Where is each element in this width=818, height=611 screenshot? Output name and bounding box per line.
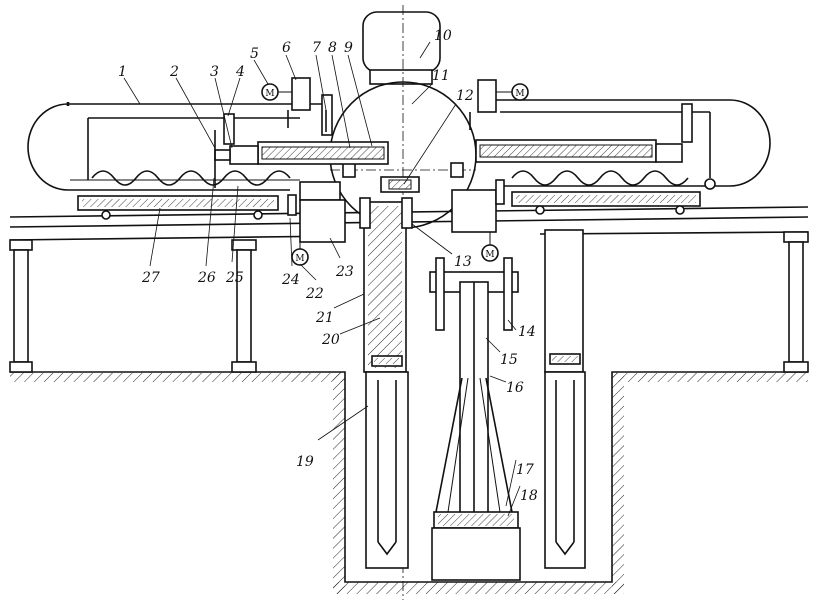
carriage-23-left [287, 181, 346, 243]
left-motor-5-6: M [261, 77, 327, 132]
callout-15: 15 [500, 352, 518, 368]
pit-cylinder-19 [365, 355, 409, 569]
left-arm [27, 94, 389, 220]
motor-22-right: M [481, 232, 499, 262]
callout-21: 21 [315, 310, 334, 326]
column-right [783, 231, 809, 373]
callout-19: 19 [296, 454, 314, 470]
motor-label: M [485, 250, 494, 260]
ground-and-pit [10, 371, 808, 594]
pit-cylinder-right [544, 229, 586, 569]
callout-23: 23 [335, 264, 354, 280]
callout-20: 20 [321, 332, 340, 348]
drive-unit-10 [362, 11, 441, 85]
callout-25: 25 [225, 270, 244, 286]
callout-27: 27 [141, 270, 160, 286]
callout-8: 8 [328, 40, 337, 56]
carriage-23-right [451, 179, 505, 233]
callout-3: 3 [210, 64, 219, 80]
callout-9: 9 [344, 40, 353, 56]
callout-4: 4 [235, 64, 245, 80]
callout-11: 11 [432, 68, 450, 84]
callout-2: 2 [169, 64, 179, 80]
callout-1: 1 [118, 64, 127, 80]
callout-12: 12 [456, 88, 474, 104]
callout-22: 22 [305, 286, 324, 302]
column-left-1 [9, 239, 33, 373]
callout-7: 7 [312, 40, 321, 56]
callout-5: 5 [250, 46, 259, 62]
column-left-2 [231, 239, 257, 373]
leader-lines [123, 41, 521, 517]
callout-13: 13 [454, 254, 472, 270]
motor-label: M [265, 89, 274, 99]
support-columns [9, 231, 809, 373]
callout-26: 26 [197, 270, 216, 286]
callout-16: 16 [506, 380, 524, 396]
central-column-20-21 [359, 197, 413, 373]
callout-17: 17 [516, 462, 534, 478]
callout-labels: 1 2 3 4 5 6 7 8 9 10 11 12 13 14 15 16 1… [118, 28, 538, 504]
callout-24: 24 [281, 272, 300, 288]
callout-14: 14 [518, 324, 536, 340]
callout-6: 6 [282, 40, 291, 56]
callout-18: 18 [520, 488, 538, 504]
right-motor: M [469, 79, 529, 130]
callout-10: 10 [434, 28, 452, 44]
motor-label: M [295, 254, 304, 264]
centre-drive-13-18 [429, 257, 521, 581]
right-arm [475, 99, 771, 215]
motor-label: M [515, 89, 524, 99]
